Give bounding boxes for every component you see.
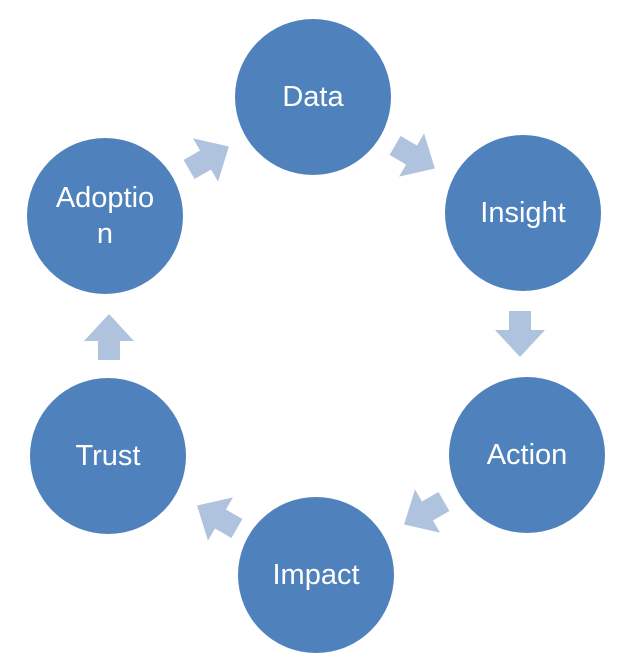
arrow-impact-to-trust-icon	[197, 497, 243, 541]
block-arrow-glyph	[389, 133, 435, 177]
block-arrow-glyph	[84, 314, 134, 360]
arrow-action-to-impact-icon	[404, 489, 450, 533]
arrow-data-to-insight-icon	[389, 133, 435, 177]
block-arrow-glyph	[495, 311, 545, 357]
node-impact: Impact	[238, 497, 394, 653]
arrow-trust-to-adoption-icon	[84, 314, 134, 360]
block-arrow-glyph	[197, 497, 243, 541]
block-arrow-glyph	[183, 138, 229, 182]
node-trust: Trust	[30, 378, 186, 534]
node-action: Action	[449, 377, 605, 533]
node-adoption-label: Adoptio n	[55, 181, 155, 250]
node-insight-label: Insight	[480, 196, 566, 229]
block-arrow-glyph	[404, 489, 450, 533]
node-action-label: Action	[486, 438, 568, 471]
node-adoption: Adoptio n	[27, 138, 183, 294]
node-impact-label: Impact	[272, 558, 360, 591]
node-trust-label: Trust	[75, 439, 141, 472]
node-data: Data	[235, 19, 391, 175]
arrow-insight-to-action-icon	[495, 311, 545, 357]
arrow-adoption-to-data-icon	[183, 138, 229, 182]
node-insight: Insight	[445, 135, 601, 291]
node-data-label: Data	[282, 80, 344, 113]
